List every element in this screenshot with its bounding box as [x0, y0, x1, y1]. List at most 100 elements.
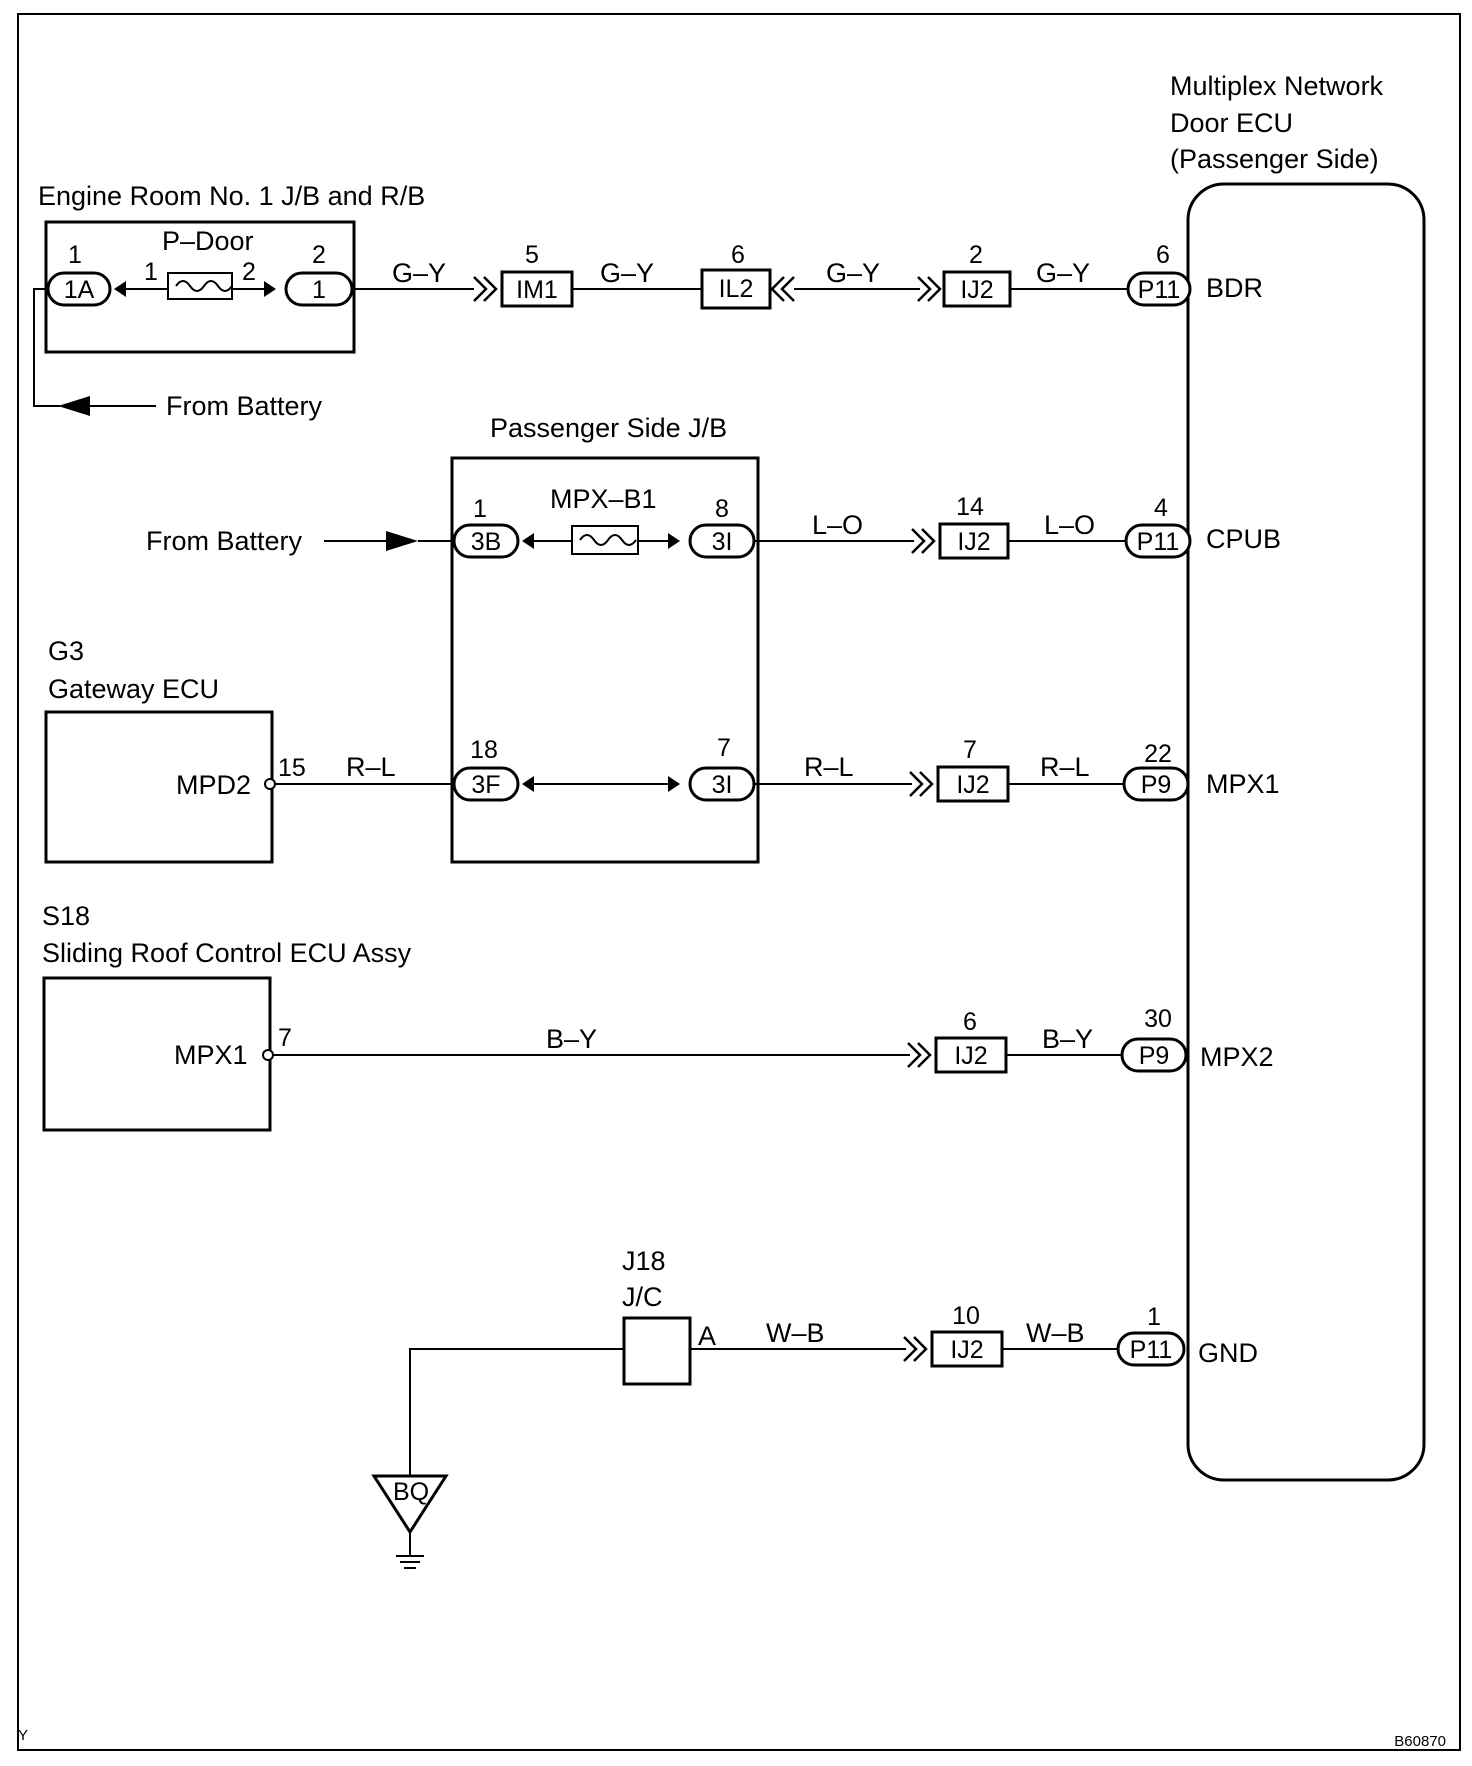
figure-id: B60870: [1394, 1733, 1446, 1750]
ij2-mpx1-pin: 7: [963, 736, 977, 764]
door-ecu-title-line1: Multiplex Network: [1170, 71, 1384, 101]
ij2-cpub-connector: [938, 522, 1010, 560]
mpx2-wire-color-2: B–Y: [1042, 1024, 1093, 1054]
connector-1a-chevron: [114, 281, 126, 297]
c3i-top-connector-label: 3I: [712, 528, 733, 556]
bdr-circuit: G–Y 5 IM1 G–Y 6 IL2 G–Y 2 IJ2 G–Y 6 P11: [352, 241, 1192, 310]
il2-connector: [700, 268, 772, 310]
il2-pin: 6: [731, 241, 745, 269]
ground-label: BQ: [393, 1478, 429, 1506]
engine-room-jb-right-pin: 2: [312, 241, 326, 269]
p11-bdr-connector-label: P11: [1138, 276, 1181, 304]
ij2-mpx1-inline-chevron: [909, 771, 934, 797]
p9-mpx1-connector: [1122, 766, 1190, 802]
ij2-mpx2-connector: [934, 1036, 1008, 1074]
p11-bdr-connector: [1126, 271, 1192, 307]
ij2-gnd-connector: [930, 1330, 1004, 1368]
junction-code: J18: [622, 1246, 666, 1276]
sliding-roof-ecu-terminal-dot: [262, 1049, 274, 1061]
engine-room-from-battery: From Battery: [166, 391, 323, 421]
sliding-roof-ecu-terminal: MPX1: [174, 1040, 248, 1070]
passenger-side-jb: Passenger Side J/B From Battery 1 3B MPX…: [146, 413, 760, 864]
passenger-jb-box: [450, 456, 760, 864]
c3f-connector-label: 3F: [471, 771, 500, 799]
ij2-mpx1-connector-label: IJ2: [956, 771, 989, 799]
cpub-wire-color-1: L–O: [812, 510, 863, 540]
engine-room-jb: Engine Room No. 1 J/B and R/B 1 1A 1 P–D…: [33, 181, 425, 421]
ground-triangle-icon: [371, 1474, 449, 1535]
door-ecu-terminal-bdr: BDR: [1206, 273, 1263, 303]
c3b-chevron: [522, 533, 534, 549]
im1-connector-label: IM1: [516, 276, 558, 304]
sliding-roof-ecu-name: Sliding Roof Control ECU Assy: [42, 938, 412, 968]
ij2-mpx2-pin: 6: [963, 1008, 977, 1036]
bdr-wire-color-4: G–Y: [1036, 258, 1090, 288]
ij2-gnd-connector-label: IJ2: [950, 1336, 983, 1364]
cpub-wire-color-2: L–O: [1044, 510, 1095, 540]
c3i-bot-connector-label: 3I: [712, 771, 733, 799]
gnd-circuit: W–B 10 IJ2 W–B 1 P11: [690, 1302, 1186, 1368]
bdr-wire-color-1: G–Y: [392, 258, 446, 288]
sliding-roof-ecu-code: S18: [42, 901, 90, 931]
fuse-icon: [175, 280, 233, 292]
gateway-ecu-name: Gateway ECU: [48, 674, 219, 704]
p11-cpub-connector-label: P11: [1137, 528, 1180, 556]
door-ecu: Multiplex Network Door ECU (Passenger Si…: [1170, 71, 1426, 1482]
mpx1-circuit: R–L 7 IJ2 R–L 22 P9: [754, 736, 1190, 803]
im1-inline-chevron: [473, 276, 498, 302]
door-ecu-title-line3: (Passenger Side): [1170, 144, 1379, 174]
ground-point: BQ: [371, 1474, 449, 1569]
connector-1a-label: 1A: [64, 276, 95, 304]
gateway-ecu-pin: 15: [278, 754, 306, 782]
passenger-jb-title: Passenger Side J/B: [490, 413, 727, 443]
connector-1-label: 1: [312, 276, 326, 304]
p9-mpx1-pin: 22: [1144, 740, 1172, 768]
door-ecu-terminal-gnd: GND: [1198, 1338, 1258, 1368]
p11-cpub-connector: [1124, 523, 1192, 559]
p9-mpx2-connector-label: P9: [1139, 1042, 1170, 1070]
c3f-chevron: [522, 776, 534, 792]
ij2-mpx2-inline-chevron: [907, 1042, 932, 1068]
door-ecu-title-line2: Door ECU: [1170, 108, 1293, 138]
im1-pin: 5: [525, 241, 539, 269]
ij2-cpub-inline-chevron: [911, 528, 936, 554]
c3i-bot-pin: 7: [717, 734, 731, 762]
junction-pin: A: [698, 1321, 716, 1351]
c3i-top-pin: 8: [715, 495, 729, 523]
passenger-from-battery: From Battery: [146, 526, 303, 556]
fuse-pin-left: 1: [144, 258, 158, 286]
gateway-ecu-terminal: MPD2: [176, 770, 251, 800]
bdr-wire-color-3: G–Y: [826, 258, 880, 288]
sliding-roof-ecu-pin: 7: [278, 1024, 292, 1052]
mpx2-wire-color-1: B–Y: [546, 1024, 597, 1054]
connector-1-chevron: [264, 281, 276, 297]
fuse-pin-right: 2: [242, 258, 256, 286]
ij2-cpub-connector-label: IJ2: [957, 528, 990, 556]
p11-gnd-connector: [1116, 1331, 1186, 1367]
mpx-b1-fuse: [571, 525, 639, 555]
door-ecu-terminal-cpub: CPUB: [1206, 524, 1281, 554]
p9-mpx2-pin: 30: [1144, 1005, 1172, 1033]
door-ecu-body: [1186, 182, 1426, 1482]
p9-mpx1-connector-label: P9: [1141, 771, 1172, 799]
fuse-icon: [579, 534, 637, 546]
ground-wire: [409, 1348, 624, 1478]
gateway-ecu-code: G3: [48, 636, 84, 666]
cpub-circuit: L–O 14 IJ2 L–O 4 P11: [754, 493, 1192, 560]
p11-gnd-connector-label: P11: [1130, 1336, 1173, 1364]
c3b-connector: [452, 523, 520, 559]
engine-room-jb-left-pin: 1: [68, 241, 82, 269]
junction-j18: J18 J/C A: [409, 1246, 716, 1478]
ij2-gnd-pin: 10: [952, 1302, 980, 1330]
engine-room-jb-title: Engine Room No. 1 J/B and R/B: [38, 181, 425, 211]
junction-box: [622, 1316, 692, 1386]
p-door-fuse-label: P–Door: [162, 226, 254, 256]
ij2-cpub-pin: 14: [956, 493, 984, 521]
p9-mpx2-connector: [1120, 1037, 1188, 1073]
mpx1-wire-color-2: R–L: [804, 752, 854, 782]
gnd-wire-color-2: W–B: [1026, 1318, 1085, 1348]
ij2-mpx2-connector-label: IJ2: [954, 1042, 987, 1070]
battery-feed-wire-top: [33, 288, 60, 407]
gateway-ecu-terminal-dot: [264, 778, 276, 790]
ij2-bdr-inline-chevron: [917, 276, 942, 302]
